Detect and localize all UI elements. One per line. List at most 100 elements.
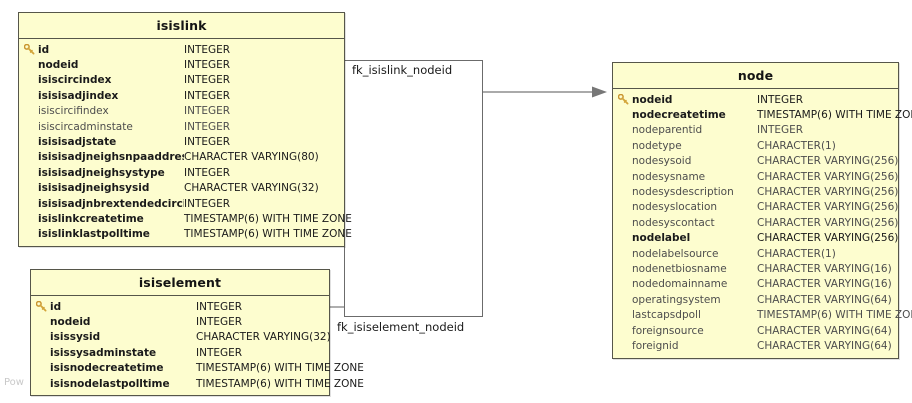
- field-type: TIMESTAMP(6) WITH TIME ZONE: [196, 362, 364, 375]
- field-name: nodesyscontact: [632, 216, 715, 229]
- field-type: CHARACTER VARYING(64): [757, 324, 892, 337]
- field-name: isissysid: [50, 331, 101, 344]
- field-type: CHARACTER VARYING(32): [184, 182, 319, 195]
- field-row[interactable]: nodesyscontact CHARACTER VARYING(256): [613, 215, 898, 230]
- field-name: nodecreatetime: [632, 109, 726, 122]
- field-name: id: [50, 300, 62, 313]
- field-type: INTEGER: [184, 89, 231, 102]
- field-name: isisisadjneighsystype: [38, 166, 165, 179]
- field-type: INTEGER: [196, 316, 243, 329]
- primary-key-icon: [36, 301, 47, 312]
- field-type: INTEGER: [196, 346, 243, 359]
- field-name: nodeid: [38, 59, 79, 72]
- field-type: CHARACTER VARYING(256): [757, 216, 899, 229]
- field-name: isisisadjneighsysid: [38, 182, 150, 195]
- field-name: nodenetbiosname: [632, 262, 727, 275]
- field-row[interactable]: lastcapsdpoll TIMESTAMP(6) WITH TIME ZONE: [613, 307, 912, 322]
- field-row[interactable]: isiscircadminstate INTEGER: [19, 119, 344, 134]
- field-type: TIMESTAMP(6) WITH TIME ZONE: [757, 309, 912, 322]
- field-name: nodeid: [632, 93, 673, 106]
- field-type: CHARACTER VARYING(80): [184, 151, 319, 164]
- field-name: isisisadjstate: [38, 136, 117, 149]
- field-name: isisisadjindex: [38, 89, 119, 102]
- watermark-text: Pow: [4, 377, 24, 388]
- field-row[interactable]: nodetype CHARACTER(1): [613, 138, 898, 153]
- field-row[interactable]: nodesysoid CHARACTER VARYING(256): [613, 154, 898, 169]
- field-name: nodeparentid: [632, 124, 703, 137]
- field-name: nodetype: [632, 139, 682, 152]
- field-type: CHARACTER VARYING(256): [757, 201, 899, 214]
- field-type: CHARACTER VARYING(64): [757, 339, 892, 352]
- field-type: TIMESTAMP(6) WITH TIME ZONE: [757, 109, 912, 122]
- field-type: CHARACTER(1): [757, 247, 836, 260]
- relationship-routing-box: [344, 60, 483, 317]
- field-type: CHARACTER VARYING(256): [757, 170, 899, 183]
- field-row[interactable]: isisisadjindex INTEGER: [19, 88, 344, 103]
- entity-title-isislink: isislink: [19, 13, 344, 39]
- field-row[interactable]: isissysadminstate INTEGER: [31, 345, 329, 360]
- field-name: isisisadjneighsnpaaddress: [38, 151, 184, 164]
- field-row[interactable]: nodecreatetime TIMESTAMP(6) WITH TIME ZON…: [613, 107, 912, 122]
- field-type: INTEGER: [184, 120, 231, 133]
- field-name: nodeid: [50, 316, 91, 329]
- field-row[interactable]: isissysid CHARACTER VARYING(32): [31, 330, 331, 345]
- field-row[interactable]: isisisadjneighsystype INTEGER: [19, 165, 344, 180]
- field-type: CHARACTER VARYING(256): [757, 155, 899, 168]
- field-name: isiscircifindex: [38, 105, 109, 118]
- field-name: lastcapsdpoll: [632, 309, 701, 322]
- arrowhead-node: [592, 86, 607, 98]
- field-row[interactable]: nodeid INTEGER: [31, 314, 329, 329]
- field-row[interactable]: nodeid INTEGER: [19, 57, 344, 72]
- field-type: INTEGER: [184, 74, 231, 87]
- primary-key-icon: [618, 94, 629, 105]
- field-name: isiscircadminstate: [38, 120, 133, 133]
- primary-key-icon: [24, 44, 35, 55]
- field-type: INTEGER: [184, 166, 231, 179]
- field-row[interactable]: isisisadjneighsysid CHARACTER VARYING(32): [19, 181, 344, 196]
- key-icon-cell: [615, 94, 632, 105]
- field-type: CHARACTER(1): [757, 139, 836, 152]
- field-name: isisnodelastpolltime: [50, 377, 170, 390]
- field-row[interactable]: nodesysname CHARACTER VARYING(256): [613, 169, 898, 184]
- field-type: CHARACTER VARYING(64): [757, 293, 892, 306]
- field-type: INTEGER: [184, 59, 231, 72]
- field-name: isissysadminstate: [50, 346, 157, 359]
- field-name: isislinkcreatetime: [38, 212, 144, 225]
- field-name: nodesysoid: [632, 155, 692, 168]
- field-row[interactable]: isislinkcreatetime TIMESTAMP(6) WITH TIME…: [19, 211, 352, 226]
- field-type: INTEGER: [757, 124, 804, 137]
- relationship-label-fk_isiselement_nodeid[interactable]: fk_isiselement_nodeid: [337, 320, 465, 334]
- field-type: TIMESTAMP(6) WITH TIME ZONE: [184, 212, 352, 225]
- field-row[interactable]: nodeparentid INTEGER: [613, 123, 898, 138]
- relationship-label-fk_isislink_nodeid[interactable]: fk_isislink_nodeid: [352, 63, 453, 77]
- field-name: nodesysname: [632, 170, 706, 183]
- field-type: CHARACTER VARYING(32): [196, 331, 331, 344]
